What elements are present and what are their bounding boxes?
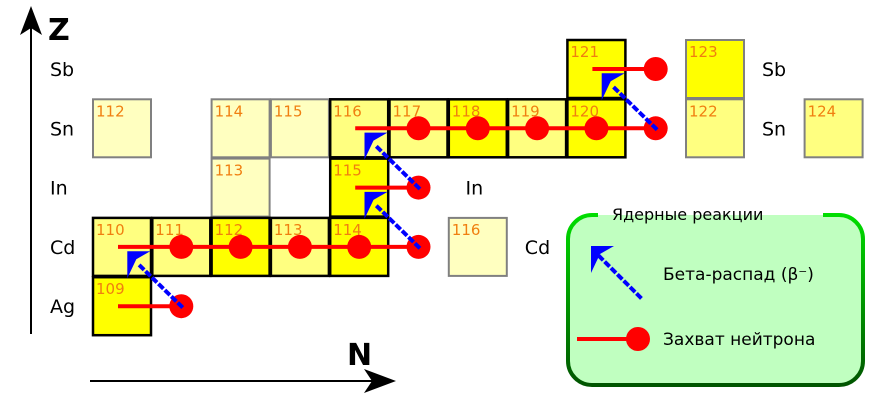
nuclide-cell-sb-123: 123 <box>685 39 745 99</box>
beta-decay-line <box>370 200 422 250</box>
neutron-capture-path <box>355 116 668 141</box>
mass-number-label: 114 <box>333 221 362 239</box>
element-label-cd: Cd <box>50 237 75 259</box>
legend-title: Ядерные реакции <box>612 205 763 224</box>
nuclide-box <box>447 216 508 277</box>
beta-decay-line <box>370 140 422 191</box>
neutron-capture-dot-icon <box>169 234 194 259</box>
nuclide-cell-sn-122: 122 <box>685 98 745 159</box>
beta-decay-paths <box>127 73 659 310</box>
nuclide-box <box>685 98 745 159</box>
mass-number-label: 117 <box>393 102 422 120</box>
neutron-capture-dot-icon <box>465 116 490 141</box>
neutron-capture-dot-icon <box>626 327 650 351</box>
neutron-capture-dot-icon <box>406 116 431 141</box>
mass-number-label: 115 <box>274 102 303 120</box>
legend-box <box>566 213 865 387</box>
element-label-cd-right: Cd <box>525 237 550 259</box>
nuclide-cell-in-113: 113 <box>210 157 271 218</box>
mass-number-label: 111 <box>155 221 184 239</box>
beta-decay-arrowhead-icon <box>364 132 388 160</box>
beta-decay-line <box>607 81 659 132</box>
beta-decay-arrow <box>364 191 422 250</box>
element-label-ag: Ag <box>50 296 75 318</box>
element-label-sn: Sn <box>50 118 74 140</box>
neutron-capture-dot-icon <box>584 116 609 141</box>
beta-decay-arrow <box>601 73 659 132</box>
legend-item-neutron-capture: Захват нейтрона <box>577 327 815 351</box>
element-label-sb: Sb <box>50 59 74 81</box>
mass-number-label: 115 <box>333 162 362 180</box>
nuclide-box <box>210 98 271 159</box>
mass-number-label: 118 <box>452 102 481 120</box>
element-label-in: In <box>50 178 68 200</box>
neutron-capture-path <box>592 57 668 81</box>
legend-item-beta-decay: Бета-распад (β⁻) <box>591 246 814 300</box>
beta-decay-arrow <box>364 132 422 191</box>
beta-decay-arrow <box>127 251 185 310</box>
mass-number-label: 109 <box>96 280 125 298</box>
neutron-capture-dot-icon <box>643 57 668 81</box>
nuclide-cell-sn-124: 124 <box>803 98 864 159</box>
beta-decay-arrowhead-icon <box>127 251 151 279</box>
nuclide-cell-sn-115: 115 <box>269 98 330 159</box>
z-axis-arrowhead-icon <box>20 6 42 35</box>
mass-number-label: 122 <box>689 102 718 120</box>
z-axis-label: Z <box>48 13 70 48</box>
nuclide-box <box>803 98 864 159</box>
mass-number-label: 113 <box>274 221 303 239</box>
element-label-sb-right: Sb <box>762 59 786 81</box>
neutron-capture-dot-icon <box>347 234 372 259</box>
neutron-capture-dot-icon <box>287 234 312 259</box>
element-label-sn-right: Sn <box>762 118 786 140</box>
nuclide-cell-sn-112: 112 <box>92 98 152 159</box>
neutron-capture-dot-icon <box>228 234 253 259</box>
n-axis: N <box>90 338 396 393</box>
z-axis: Z <box>20 6 70 334</box>
legend-label-beta-decay: Бета-распад (β⁻) <box>663 265 814 285</box>
beta-decay-arrow-icon <box>591 246 614 273</box>
nuclide-cell-sn-114: 114 <box>210 98 271 159</box>
nuclide-box <box>685 39 745 99</box>
beta-decay-arrowhead-icon <box>364 191 388 219</box>
beta-decay-line <box>133 259 185 310</box>
mass-number-label: 121 <box>570 43 599 61</box>
n-axis-label: N <box>347 338 372 373</box>
neutron-capture-dot-icon <box>525 116 550 141</box>
mass-number-label: 123 <box>689 43 718 61</box>
mass-number-label: 120 <box>570 102 599 120</box>
legend-label-neutron-capture: Захват нейтрона <box>663 330 815 350</box>
nuclide-box <box>92 98 152 159</box>
beta-decay-arrowhead-icon <box>601 73 625 101</box>
mass-number-label: 113 <box>215 162 244 180</box>
element-label-in-right: In <box>466 178 484 200</box>
mass-number-label: 112 <box>96 102 125 120</box>
mass-number-label: 124 <box>808 102 837 120</box>
nuclide-cell-cd-116: 116 <box>447 216 508 277</box>
nuclide-box <box>210 157 271 218</box>
mass-number-label: 116 <box>452 221 481 239</box>
n-axis-arrowhead-icon <box>364 369 396 393</box>
mass-number-label: 114 <box>215 102 244 120</box>
mass-number-label: 116 <box>333 102 362 120</box>
mass-number-label: 110 <box>96 221 125 239</box>
mass-number-label: 112 <box>215 221 244 239</box>
nuclide-box <box>269 98 330 159</box>
legend: Ядерные реакции Бета-распад (β⁻) Захват … <box>566 205 865 387</box>
mass-number-label: 119 <box>511 102 540 120</box>
